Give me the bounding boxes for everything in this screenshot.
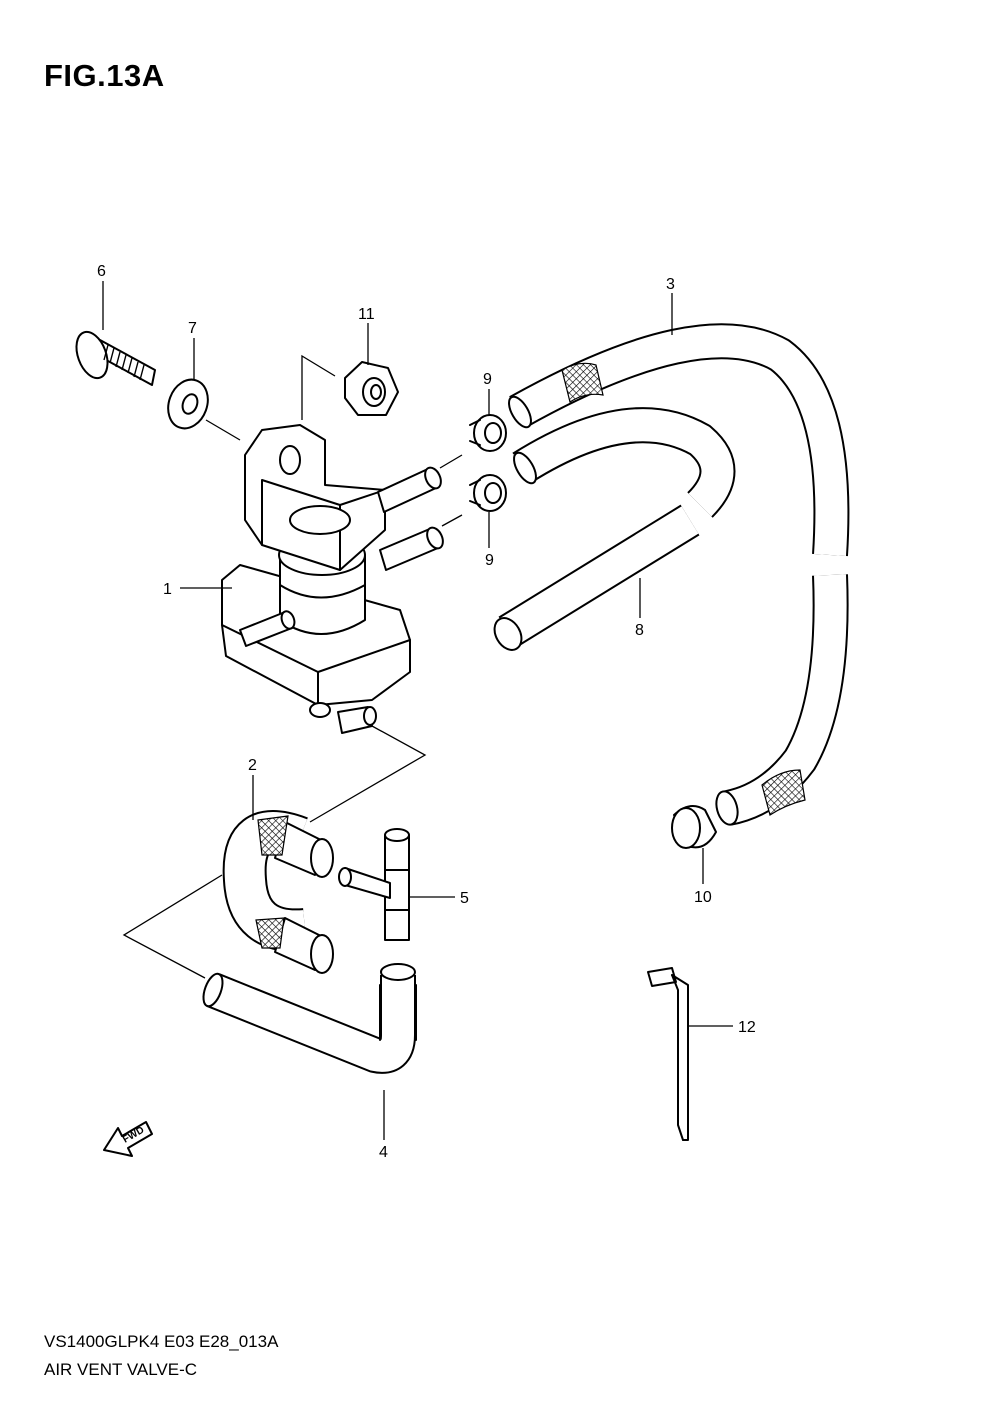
callout-1: 1 <box>163 581 172 598</box>
washer-part-7 <box>167 378 209 430</box>
callout-6: 6 <box>97 263 106 280</box>
callout-9-lower: 9 <box>485 552 494 569</box>
callout-5: 5 <box>460 890 469 907</box>
assembly-line-left <box>122 874 223 979</box>
air-vent-valve-part-1 <box>221 424 444 734</box>
bolt-part-6 <box>75 330 156 386</box>
hose-part-3 <box>508 323 850 826</box>
callout-10: 10 <box>694 889 712 906</box>
callout-leaders <box>102 281 733 1140</box>
callout-12: 12 <box>738 1019 756 1036</box>
callout-2: 2 <box>248 757 257 774</box>
nut-part-11 <box>344 361 399 416</box>
hose-part-4 <box>202 963 417 1074</box>
fwd-arrow-icon: FWD <box>103 1121 153 1157</box>
hose-part-8 <box>493 407 736 651</box>
assembly-line-bottom <box>309 725 427 823</box>
callout-9-upper: 9 <box>483 371 492 388</box>
assembly-line-washer <box>205 419 241 441</box>
clamp-part-9-upper <box>469 414 507 452</box>
hose-part-2 <box>222 810 334 974</box>
clamp-part-9-lower <box>469 474 507 512</box>
clip-part-12 <box>647 967 689 1141</box>
figure-title: FIG.13A <box>44 58 165 93</box>
assembly-line-nut <box>301 354 336 420</box>
cap-part-10 <box>671 805 717 849</box>
callout-11: 11 <box>358 306 375 323</box>
callout-4: 4 <box>379 1144 388 1161</box>
callout-7: 7 <box>188 320 197 337</box>
assembly-line-clamp-lower <box>441 514 463 527</box>
figure-code: VS1400GLPK4 E03 E28_013A <box>44 1332 279 1351</box>
callout-3: 3 <box>666 276 675 293</box>
t-joint-part-5 <box>338 828 410 941</box>
assembly-line-clamp-upper <box>439 454 463 469</box>
figure-name: AIR VENT VALVE-C <box>44 1360 198 1379</box>
callout-8: 8 <box>635 622 644 639</box>
